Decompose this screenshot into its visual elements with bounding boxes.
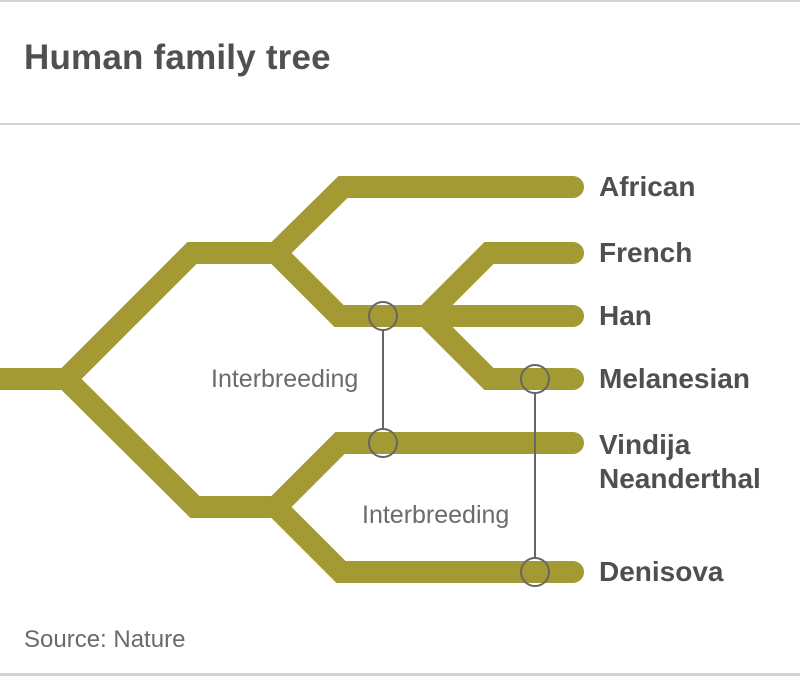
header-divider [0,123,800,125]
branch-african [265,176,584,264]
leaf-label-melanesian: Melanesian [599,363,750,394]
branch-vindija [265,432,584,518]
bottom-divider [0,673,800,676]
branch-archaic [58,371,276,518]
leaf-label-african: African [599,171,696,202]
page-title: Human family tree [24,38,331,77]
branch-modern-humans [58,242,276,387]
branch-melanesian [415,305,584,390]
branch-eurasian [268,245,426,327]
interbreeding-label: Interbreeding [209,364,361,394]
leaf-label-vindija-line1: Vindija [599,429,691,460]
leaf-label-vindija-line2: Neanderthal [599,463,761,494]
interbreeding-node-icon [520,364,550,394]
interbreeding-node-icon [368,428,398,458]
interbreeding-node-icon [368,301,398,331]
leaf-label-french: French [599,237,693,268]
top-divider [0,0,800,2]
leaf-label-denisova: Denisova [599,556,724,587]
interbreeding-node-icon [520,557,550,587]
leaf-label-han: Han [599,300,652,331]
source-credit: Source: Nature [24,626,186,653]
interbreeding-label: Interbreeding [360,500,512,530]
branch-denisova [265,496,584,583]
leaf-label-vindija: Vindija Neanderthal [599,428,761,496]
branch-french [415,242,584,327]
